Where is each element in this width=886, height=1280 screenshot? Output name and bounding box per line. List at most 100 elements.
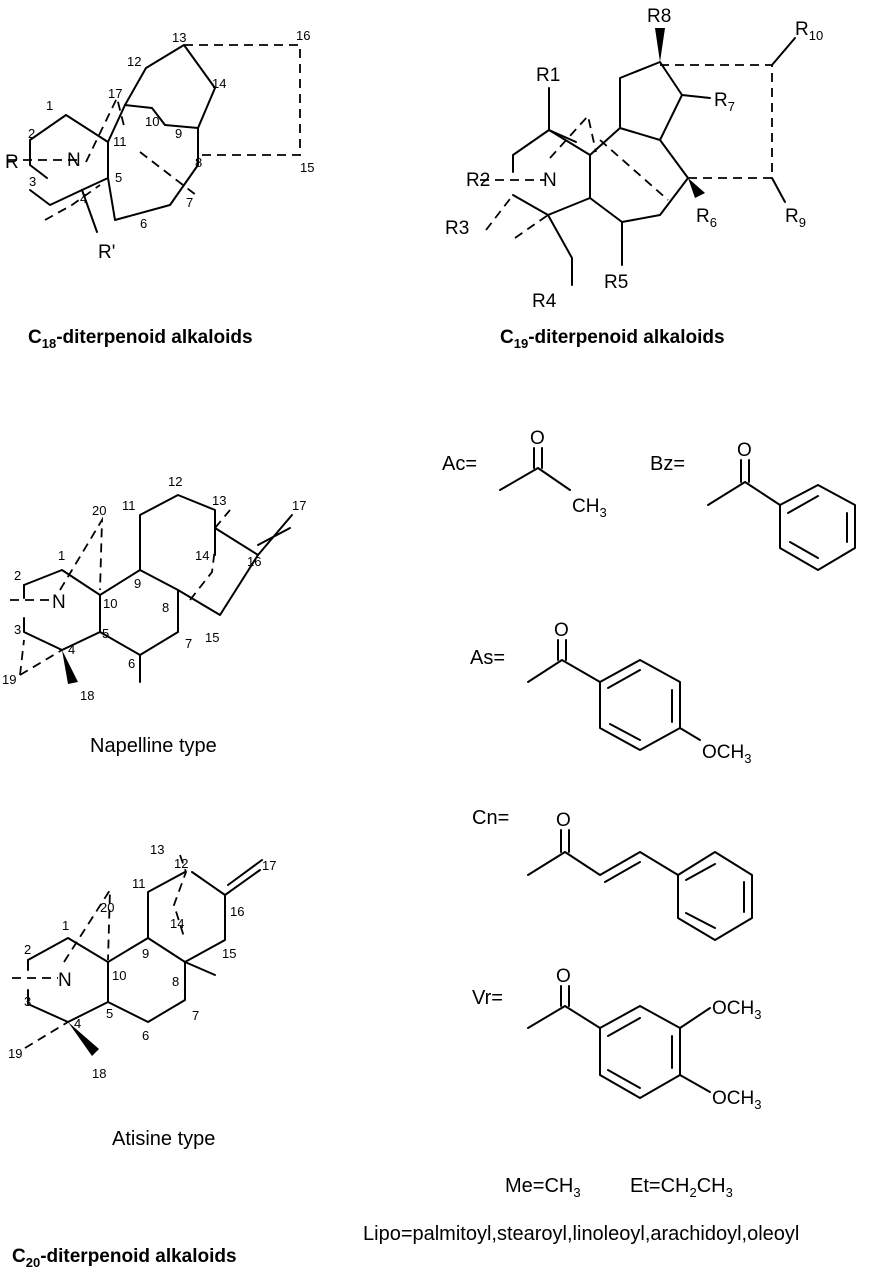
atisine-atom-5: 5 xyxy=(106,1006,113,1021)
as-methoxy: OCH3 xyxy=(702,742,751,766)
c18-atom-4: 4 xyxy=(80,191,87,206)
et-abbreviation: Et=CH2CH3 xyxy=(630,1175,733,1200)
c18-atom-7: 7 xyxy=(186,195,193,210)
ac-methyl: CH3 xyxy=(572,496,607,520)
c19-caption: C19-diterpenoid alkaloids xyxy=(500,327,725,351)
atisine-skeleton: N 1 2 3 4 5 6 7 8 9 10 11 12 13 14 15 16… xyxy=(8,842,276,1150)
napelline-atom-14: 14 xyxy=(195,548,209,563)
atisine-atom-17: 17 xyxy=(262,858,276,873)
c18-atom-2: 2 xyxy=(28,126,35,141)
c18-caption: C18-diterpenoid alkaloids xyxy=(28,327,253,351)
c19-r9-label: R9 xyxy=(785,206,806,230)
c19-r3-label: R3 xyxy=(445,218,469,239)
me-abbreviation: Me=CH3 xyxy=(505,1175,581,1200)
anisoyl-group: As= O OCH3 xyxy=(470,620,751,766)
c18-atom-12: 12 xyxy=(127,54,141,69)
atisine-atom-9: 9 xyxy=(142,946,149,961)
vr-methoxy-3: OCH3 xyxy=(712,998,761,1022)
c19-r5-label: R5 xyxy=(604,272,628,293)
vr-methoxy-4: OCH3 xyxy=(712,1088,761,1112)
c18-atom-9: 9 xyxy=(175,126,182,141)
atisine-atom-19: 19 xyxy=(8,1046,22,1061)
atisine-atom-2: 2 xyxy=(24,942,31,957)
atisine-atom-20: 20 xyxy=(100,900,114,915)
cn-oxygen: O xyxy=(556,810,571,831)
lipo-abbreviation: Lipo=palmitoyl,stearoyl,linoleoyl,arachi… xyxy=(363,1223,799,1245)
napelline-atom-7: 7 xyxy=(185,636,192,651)
atisine-atom-13: 13 xyxy=(150,842,164,857)
benzoyl-group: Bz= O xyxy=(650,440,856,571)
atisine-n-atom: N xyxy=(58,970,72,991)
napelline-atom-9: 9 xyxy=(134,576,141,591)
c20-caption: C20-diterpenoid alkaloids xyxy=(12,1246,237,1270)
atisine-atom-3: 3 xyxy=(24,994,31,1009)
napelline-atom-19: 19 xyxy=(2,672,16,687)
napelline-atom-13: 13 xyxy=(212,493,226,508)
c19-r1-label: R1 xyxy=(536,65,560,86)
c19-skeleton: R1 R2 R3 R4 R5 N R6 R7 R8 R9 R10 C19-dit… xyxy=(445,6,823,351)
c19-n-atom: N xyxy=(543,170,557,191)
atisine-atom-7: 7 xyxy=(192,1008,199,1023)
c18-atom-15: 15 xyxy=(300,160,314,175)
atisine-atom-11: 11 xyxy=(132,876,146,891)
napelline-atom-8: 8 xyxy=(162,600,169,615)
napelline-atom-5: 5 xyxy=(102,626,109,641)
c18-skeleton: R N R' 1 2 3 4 5 6 7 8 9 10 11 12 13 14 … xyxy=(5,28,314,351)
ac-label: Ac= xyxy=(442,453,477,475)
c18-atom-17: 17 xyxy=(108,86,122,101)
napelline-atom-3: 3 xyxy=(14,622,21,637)
c19-r8-label: R8 xyxy=(647,6,671,27)
napelline-atom-12: 12 xyxy=(168,474,182,489)
c19-r10-label: R10 xyxy=(795,19,823,43)
acetyl-group: Ac= O CH3 xyxy=(442,428,607,520)
c18-n-atom: N xyxy=(67,150,81,171)
c19-r2-label: R2 xyxy=(466,170,490,191)
as-oxygen: O xyxy=(554,620,569,641)
cinnamoyl-group: Cn= O xyxy=(472,807,753,941)
napelline-atom-17: 17 xyxy=(292,498,306,513)
c18-atom-14: 14 xyxy=(212,76,226,91)
napelline-atom-20: 20 xyxy=(92,503,106,518)
vr-oxygen: O xyxy=(556,966,571,987)
napelline-caption: Napelline type xyxy=(90,735,217,757)
atisine-atom-10: 10 xyxy=(112,968,126,983)
napelline-atom-1: 1 xyxy=(58,548,65,563)
c18-atom-5: 5 xyxy=(115,170,122,185)
c19-r6-label: R6 xyxy=(696,206,717,230)
atisine-atom-8: 8 xyxy=(172,974,179,989)
c18-atom-6: 6 xyxy=(140,216,147,231)
atisine-caption: Atisine type xyxy=(112,1128,215,1150)
c18-r-label: R xyxy=(5,152,19,173)
as-label: As= xyxy=(470,647,505,669)
atisine-atom-16: 16 xyxy=(230,904,244,919)
napelline-atom-6: 6 xyxy=(128,656,135,671)
napelline-atom-16: 16 xyxy=(247,554,261,569)
napelline-n-atom: N xyxy=(52,592,66,613)
c18-atom-13: 13 xyxy=(172,30,186,45)
atisine-atom-18: 18 xyxy=(92,1066,106,1081)
napelline-atom-11: 11 xyxy=(122,498,136,513)
atisine-atom-14: 14 xyxy=(170,916,184,931)
vr-label: Vr= xyxy=(472,987,503,1009)
napelline-atom-2: 2 xyxy=(14,568,21,583)
c19-r4-label: R4 xyxy=(532,291,557,312)
napelline-skeleton: N 1 2 3 4 5 6 7 8 9 10 11 12 13 14 15 16… xyxy=(2,474,306,757)
c18-atom-16: 16 xyxy=(296,28,310,43)
atisine-atom-1: 1 xyxy=(62,918,69,933)
ac-oxygen: O xyxy=(530,428,545,449)
c18-atom-11: 11 xyxy=(113,134,127,149)
bz-label: Bz= xyxy=(650,453,685,475)
napelline-atom-15: 15 xyxy=(205,630,219,645)
napelline-atom-10: 10 xyxy=(103,596,117,611)
c18-rprime-label: R' xyxy=(98,242,115,263)
c18-atom-8: 8 xyxy=(195,155,202,170)
atisine-atom-15: 15 xyxy=(222,946,236,961)
napelline-atom-4: 4 xyxy=(68,642,75,657)
veratroyl-group: Vr= O OCH3 OCH3 xyxy=(472,966,761,1112)
c19-r7-label: R7 xyxy=(714,90,735,114)
c18-atom-10: 10 xyxy=(145,114,159,129)
cn-label: Cn= xyxy=(472,807,509,829)
atisine-atom-6: 6 xyxy=(142,1028,149,1043)
atisine-atom-12: 12 xyxy=(174,856,188,871)
